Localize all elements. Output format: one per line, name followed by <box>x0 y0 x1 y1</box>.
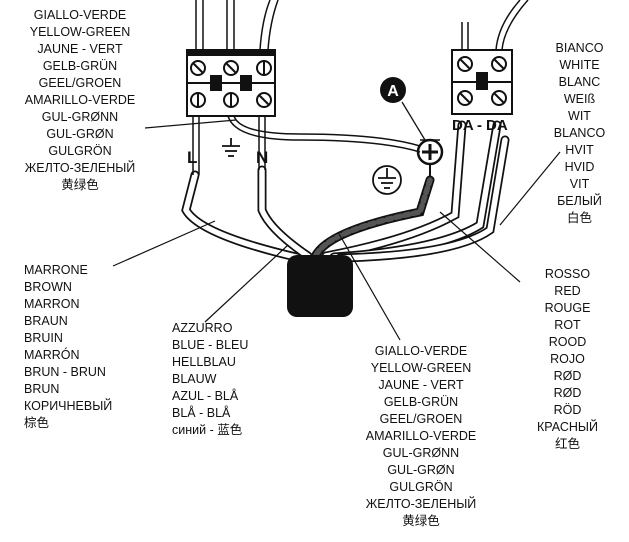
label-line: 黄绿色 <box>402 514 440 528</box>
screw-icon <box>457 56 473 72</box>
label-line: HELLBLAU <box>172 355 236 369</box>
label-line: 黄绿色 <box>61 178 99 192</box>
red-labels: ROSSO RED ROUGE ROT ROOD ROJO RØD RØD RÖ… <box>515 266 620 453</box>
label-line: BRUN - BRUN <box>24 365 106 379</box>
blue-labels: AZZURRO BLUE - BLEU HELLBLAU BLAUW AZUL … <box>172 320 292 439</box>
label-line: GEEL/GROEN <box>38 76 122 90</box>
supply-wires <box>195 0 279 51</box>
screw-icon <box>256 92 272 108</box>
cables <box>181 120 510 263</box>
label-line: MARRÓN <box>24 348 80 362</box>
label-line: JAUNE - VERT <box>37 42 123 56</box>
label-line: AMARILLO-VERDE <box>24 93 136 107</box>
earth-symbol-icon <box>222 138 240 157</box>
label-line: БЕЛЫЙ <box>557 194 602 208</box>
label-line: WEIß <box>563 92 596 106</box>
label-line: WIT <box>568 109 591 123</box>
label-line: КОРИЧНЕВЫЙ <box>24 399 113 413</box>
label-line: ROT <box>554 318 581 332</box>
label-line: 棕色 <box>24 416 50 430</box>
label-line: ROSSO <box>544 267 591 281</box>
label-line: ROUGE <box>544 301 591 315</box>
label-line: AZZURRO <box>172 321 233 335</box>
da-right-label: DA <box>486 117 508 134</box>
da-supply-wires <box>461 0 529 51</box>
label-line: BLUE - BLEU <box>172 338 249 352</box>
wire-ends <box>192 115 421 175</box>
neutral-label: N <box>256 148 268 167</box>
screw-icon <box>190 60 206 76</box>
main-terminal-block <box>186 49 276 117</box>
label-line: YELLOW-GREEN <box>370 361 472 375</box>
label-line: VIT <box>569 177 590 191</box>
da-left-label: DA <box>452 117 474 134</box>
label-line: BROWN <box>24 280 72 294</box>
label-line: MARRONE <box>24 263 88 277</box>
label-line: синий - 蓝色 <box>172 423 243 437</box>
screw-icon <box>190 92 206 108</box>
label-line: RØD <box>553 369 582 383</box>
label-line: MARRON <box>24 297 80 311</box>
screw-icon <box>491 56 507 72</box>
label-line: RØD <box>553 386 582 400</box>
callout-letter: A <box>387 83 399 100</box>
label-line: BLANCO <box>553 126 606 140</box>
label-line: BLANC <box>558 75 601 89</box>
label-line: GUL-GRØN <box>387 463 455 477</box>
white-labels: BIANCO WHITE BLANC WEIß WIT BLANCO HVIT … <box>530 40 629 227</box>
label-line: 白色 <box>566 211 592 225</box>
label-line: BRUN <box>24 382 60 396</box>
brown-labels: MARRONE BROWN MARRON BRAUN BRUIN MARRÓN … <box>24 262 154 432</box>
label-line: 红色 <box>554 437 580 451</box>
label-line: КРАСНЫЙ <box>537 420 598 434</box>
label-line: GUL-GRØNN <box>41 110 119 124</box>
label-line: GIALLO-VERDE <box>374 344 468 358</box>
label-line: BRAUN <box>24 314 68 328</box>
screw-icon <box>457 90 473 106</box>
label-line: BLÅ - BLÅ <box>172 406 231 420</box>
label-line: GULGRÖN <box>48 144 112 158</box>
label-line: AMARILLO-VERDE <box>365 429 477 443</box>
callout-marker: A <box>380 77 406 103</box>
label-line: GUL-GRØNN <box>382 446 460 460</box>
label-line: RED <box>554 284 581 298</box>
label-line: GULGRÖN <box>389 480 453 494</box>
label-line: WHITE <box>559 58 600 72</box>
label-line: BRUIN <box>24 331 63 345</box>
label-line: YELLOW-GREEN <box>29 25 131 39</box>
cable-sheath <box>287 255 353 317</box>
label-line: ЖЕЛТО-ЗЕЛЕНЫЙ <box>24 161 136 175</box>
earth-bottom-labels: GIALLO-VERDE YELLOW-GREEN JAUNE - VERT G… <box>340 343 502 530</box>
label-line: GELB-GRÜN <box>42 59 118 73</box>
label-line: ROJO <box>550 352 585 366</box>
label-line: GIALLO-VERDE <box>33 8 127 22</box>
label-line: GEEL/GROEN <box>379 412 463 426</box>
earth-circle-icon <box>372 165 402 195</box>
label-line: AZUL - BLÅ <box>172 389 239 403</box>
screw-icon <box>491 90 507 106</box>
da-separator: - <box>477 117 482 134</box>
label-line: HVID <box>564 160 595 174</box>
label-line: ROOD <box>548 335 587 349</box>
label-line: RÖD <box>553 403 582 417</box>
screw-icon <box>223 92 239 108</box>
label-line: BIANCO <box>555 41 604 55</box>
label-line: JAUNE - VERT <box>378 378 464 392</box>
screw-icon <box>256 60 272 76</box>
label-line: ЖЕЛТО-ЗЕЛЕНЫЙ <box>365 497 477 511</box>
earth-top-labels: GIALLO-VERDE YELLOW-GREEN JAUNE - VERT G… <box>0 7 160 194</box>
label-line: HVIT <box>565 143 594 157</box>
leader-lines <box>112 119 561 341</box>
live-label: L <box>187 148 197 167</box>
earth-terminal <box>416 138 444 178</box>
label-line: GELB-GRÜN <box>383 395 459 409</box>
label-line: GUL-GRØN <box>46 127 114 141</box>
da-terminal-block <box>451 49 513 115</box>
label-line: BLAUW <box>172 372 217 386</box>
screw-icon <box>223 60 239 76</box>
